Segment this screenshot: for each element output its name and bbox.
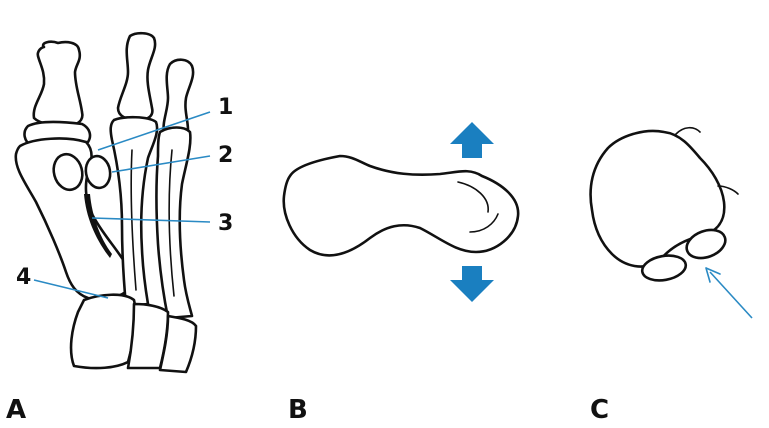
bone-surface-detail [457,181,489,213]
sesamoid-bone-lateral [84,154,112,190]
callout-2-leader [111,155,211,173]
callout-4-leader [33,279,109,299]
second-metatarsal [109,115,159,308]
callout-4-label: 4 [16,265,31,290]
third-metatarsal-shaft-line [168,149,175,297]
first-metatarsal-groove [84,194,112,258]
bone-side-view [282,154,520,257]
third-metatarsal [155,126,194,320]
callout-2-label: 2 [218,143,233,168]
callout-3-label: 3 [218,211,233,236]
panel-label-c: C [590,395,610,425]
arrow-down-icon [450,266,494,302]
sesamoid-bone-medial [52,152,84,192]
lateral-cuneiform [158,314,198,374]
panel-label-b: B [288,395,308,425]
second-toe-phalanges [116,31,157,122]
second-metatarsal-shaft-line [130,149,137,291]
third-toe-phalanges [162,58,195,134]
panel-a-foot-illustration: 1 2 3 4 [14,31,233,374]
bone-surface-detail-2 [469,213,499,233]
cross-section-flange-2 [717,185,739,195]
sesamoid-cross-section-left [640,254,688,282]
callout-3-leader [91,217,211,223]
callout-1-label: 1 [218,95,233,120]
sesamoid-cross-section-right [685,228,727,260]
panel-label-a: A [6,395,27,425]
arrow-pointer-icon [705,267,753,319]
arrow-up-icon [450,122,494,158]
panel-c-cross-section [589,126,753,319]
cross-section-flange [675,126,701,135]
hallux-distal-phalanx [32,40,84,128]
medial-cuneiform [69,293,137,370]
panel-b-bone-illustration [282,122,520,302]
callout-1-leader [97,111,211,151]
